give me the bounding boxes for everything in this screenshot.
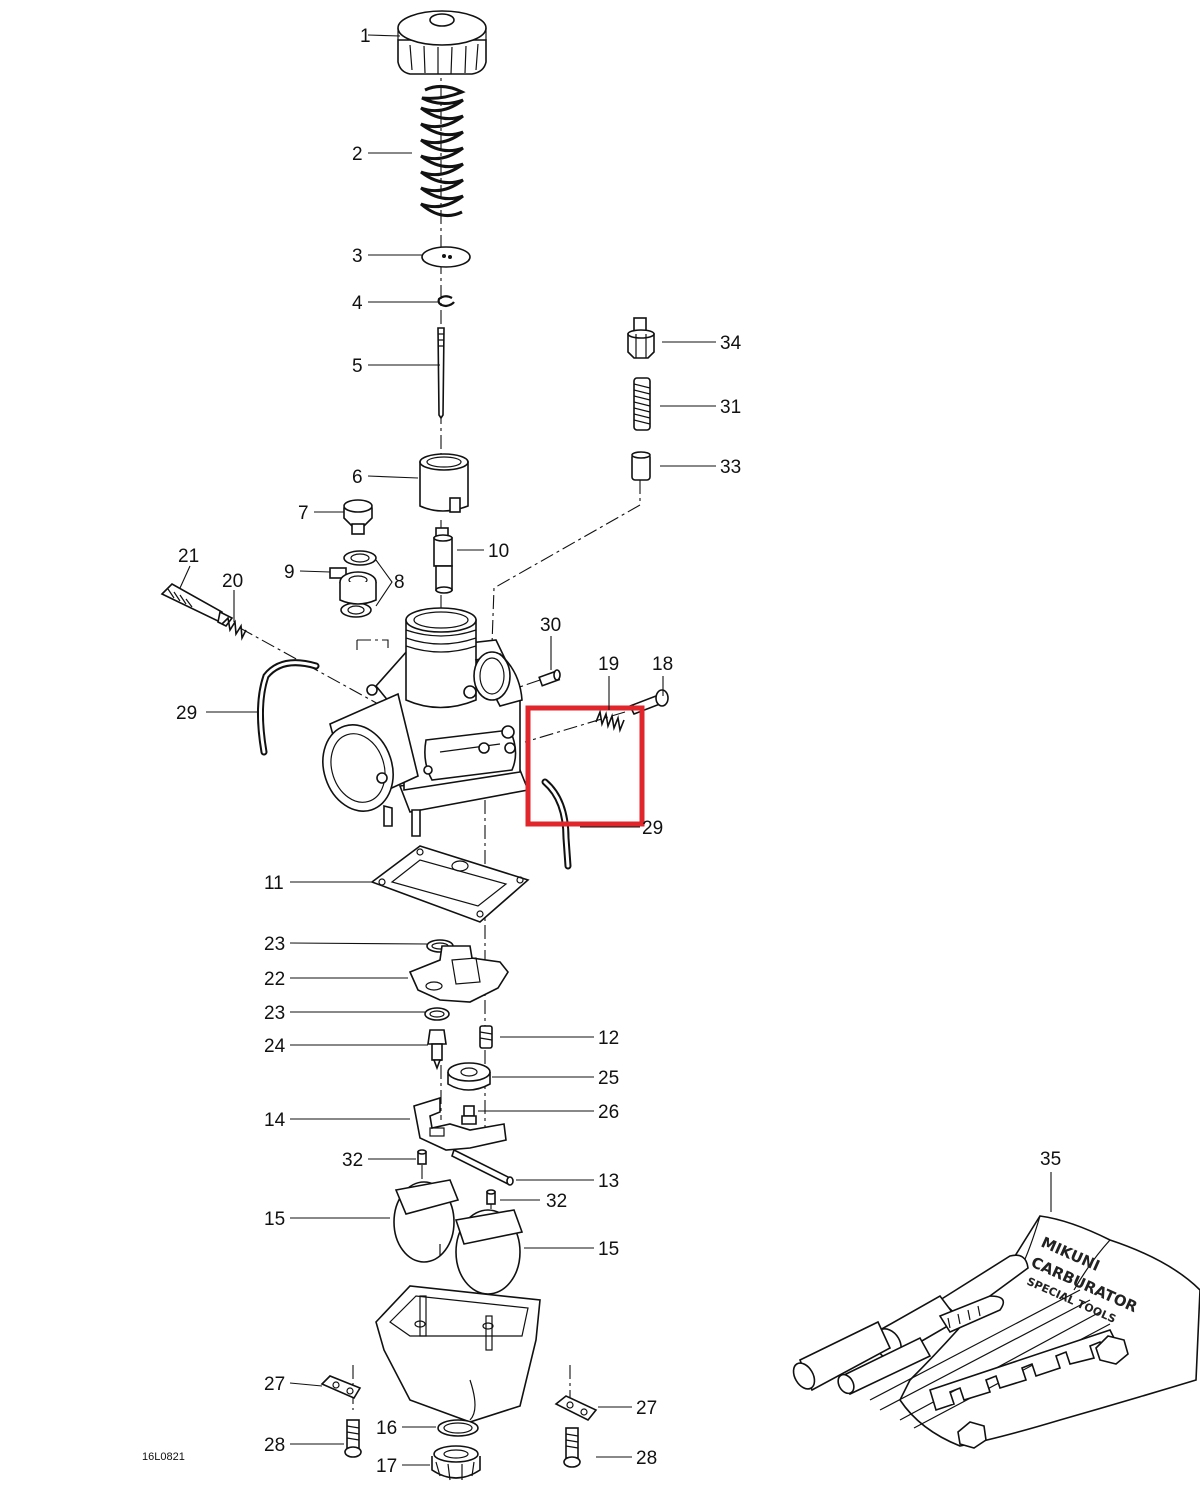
part-11-gasket bbox=[370, 845, 530, 923]
leader-lines bbox=[179, 34, 1052, 1466]
part-30-screw bbox=[538, 669, 561, 687]
callout-23-upper: 23 bbox=[264, 934, 285, 955]
callout-19: 19 bbox=[598, 654, 619, 675]
callout-34: 34 bbox=[720, 333, 742, 354]
callout-10: 10 bbox=[488, 541, 509, 562]
part-17-drain-plug bbox=[431, 1445, 481, 1481]
callout-13: 13 bbox=[598, 1171, 619, 1192]
float-bowl bbox=[375, 1285, 541, 1423]
callout-30: 30 bbox=[540, 615, 561, 636]
part-31-spring bbox=[633, 377, 651, 431]
part-29-hose-left bbox=[256, 659, 320, 756]
part-18-idle-screw bbox=[628, 689, 669, 716]
callout-28-left: 28 bbox=[264, 1435, 285, 1456]
part-25-jet-holder bbox=[447, 1062, 491, 1091]
part-27-clamp-right bbox=[554, 1395, 598, 1422]
callout-labels: 1 2 3 4 5 6 7 8 9 10 11 12 13 14 15 15 1… bbox=[142, 26, 1061, 1477]
callout-32-left: 32 bbox=[342, 1150, 363, 1171]
callout-33: 33 bbox=[720, 457, 741, 478]
part-27-clamp-left bbox=[320, 1375, 362, 1400]
part-32-pin-right bbox=[486, 1189, 496, 1205]
callout-29-right: 29 bbox=[642, 818, 663, 839]
part-33-sleeve bbox=[631, 451, 651, 481]
callout-35: 35 bbox=[1040, 1149, 1061, 1170]
callout-17: 17 bbox=[376, 1456, 397, 1477]
callout-7: 7 bbox=[298, 503, 309, 524]
callout-26: 26 bbox=[598, 1102, 619, 1123]
callout-4: 4 bbox=[352, 293, 363, 314]
part-15-float-right bbox=[454, 1209, 524, 1295]
callout-21: 21 bbox=[178, 546, 199, 567]
part-12-pilot-jet bbox=[479, 1025, 493, 1049]
callout-8: 8 bbox=[394, 572, 405, 593]
callout-5: 5 bbox=[352, 356, 363, 377]
part-9-banjo-fitting bbox=[329, 567, 377, 605]
carburetor-body bbox=[322, 607, 530, 837]
callout-12: 12 bbox=[598, 1028, 619, 1049]
part-24-needle-valve bbox=[427, 1029, 447, 1071]
part-8-washers bbox=[340, 550, 377, 618]
part-22-baffle-plate bbox=[408, 945, 509, 1003]
part-4-clip bbox=[437, 295, 455, 308]
callout-14: 14 bbox=[264, 1110, 286, 1131]
part-19-spring bbox=[595, 709, 625, 733]
callout-28-right: 28 bbox=[636, 1448, 657, 1469]
callout-1: 1 bbox=[360, 26, 371, 47]
part-28-screw-left bbox=[344, 1419, 362, 1458]
reference-code: 16L0821 bbox=[142, 1451, 185, 1463]
callout-15-right: 15 bbox=[598, 1239, 619, 1260]
part-3-plate bbox=[421, 246, 471, 268]
part-32-pin-left bbox=[417, 1149, 427, 1165]
callout-27-right: 27 bbox=[636, 1398, 657, 1419]
callout-15-left: 15 bbox=[264, 1209, 285, 1230]
part-10-starter-plunger bbox=[433, 527, 453, 594]
callout-22: 22 bbox=[264, 969, 285, 990]
callout-3: 3 bbox=[352, 246, 363, 267]
part-23-o-ring-lower bbox=[424, 1007, 450, 1021]
part-15-float-left bbox=[393, 1179, 460, 1263]
callout-20: 20 bbox=[222, 571, 243, 592]
part-34-adjuster-nut bbox=[627, 317, 655, 359]
part-35-tool-kit: MIKUNI CARBURATOR SPECIAL TOOLS bbox=[792, 1215, 1200, 1449]
callout-23-lower: 23 bbox=[264, 1003, 285, 1024]
callout-18: 18 bbox=[652, 654, 673, 675]
part-29-hose-right bbox=[541, 778, 572, 870]
callout-25: 25 bbox=[598, 1068, 619, 1089]
part-16-o-ring bbox=[437, 1419, 479, 1437]
callout-16: 16 bbox=[376, 1418, 397, 1439]
part-20-spring bbox=[221, 616, 247, 641]
callout-27-left: 27 bbox=[264, 1374, 285, 1395]
part-14-float-arm bbox=[413, 1096, 507, 1151]
part-2-spring bbox=[420, 85, 466, 218]
part-13-float-pin bbox=[451, 1148, 514, 1186]
part-5-jet-needle bbox=[437, 327, 445, 420]
callout-9: 9 bbox=[284, 562, 295, 583]
callout-11: 11 bbox=[264, 873, 284, 894]
callout-32-right: 32 bbox=[546, 1191, 567, 1212]
part-6-throttle-valve bbox=[419, 453, 469, 513]
callout-29-left: 29 bbox=[176, 703, 197, 724]
part-7-banjo-bolt bbox=[343, 499, 373, 535]
callout-6: 6 bbox=[352, 467, 363, 488]
part-26-main-jet bbox=[461, 1105, 477, 1125]
part-1-cap bbox=[397, 10, 487, 75]
callout-31: 31 bbox=[720, 397, 741, 418]
callout-2: 2 bbox=[352, 144, 363, 165]
part-28-screw-right bbox=[563, 1427, 581, 1468]
callout-24: 24 bbox=[264, 1036, 286, 1057]
highlight-box bbox=[525, 705, 645, 827]
